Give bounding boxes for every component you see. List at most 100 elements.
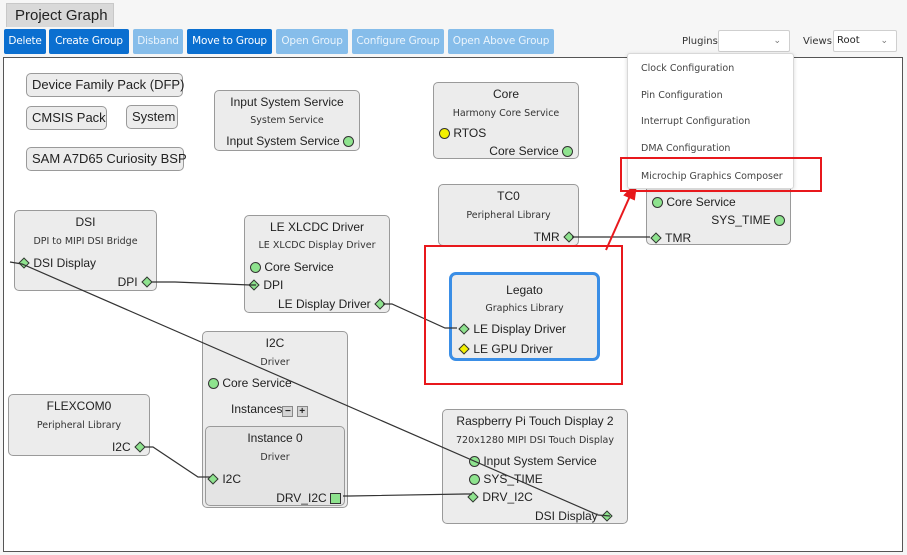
circle-port-icon xyxy=(208,378,219,389)
circle-port-icon xyxy=(343,136,354,147)
port-le-display-driver[interactable]: LE Display Driver xyxy=(278,297,386,311)
port-dpi[interactable]: DPI xyxy=(248,278,283,292)
port-tmr[interactable]: TMR xyxy=(650,231,691,245)
port-drv-i2c[interactable]: DRV_I2C xyxy=(467,490,533,504)
node-title: FLEXCOM0 xyxy=(46,399,112,413)
node-subtitle: Harmony Core Service xyxy=(452,108,560,119)
node-subtitle: LE XLCDC Display Driver xyxy=(258,240,376,251)
node-i2c-driver[interactable]: I2C Driver Core Service Instances− + Ins… xyxy=(202,331,348,508)
node-system[interactable]: System xyxy=(126,105,178,129)
diamond-port-icon xyxy=(374,298,386,310)
node-dsi[interactable]: DSI DPI to MIPI DSI Bridge DSI Display D… xyxy=(14,210,157,291)
diamond-port-icon xyxy=(134,441,146,453)
node-title: DSI xyxy=(75,215,96,229)
chevron-down-icon: ⌄ xyxy=(773,36,781,46)
diamond-port-icon xyxy=(650,232,662,244)
node-title: I2C xyxy=(265,336,285,350)
move-to-group-button[interactable]: Move to Group xyxy=(187,29,272,54)
port-dpi[interactable]: DPI xyxy=(118,275,153,289)
port-i2c[interactable]: I2C xyxy=(207,472,241,486)
node-raspberry-pi-touch-display[interactable]: Raspberry Pi Touch Display 2 720x1280 MI… xyxy=(442,409,628,524)
node-subtitle: DPI to MIPI DSI Bridge xyxy=(33,236,138,247)
port-label: TMR xyxy=(533,230,560,244)
port-rtos[interactable]: RTOS xyxy=(439,126,486,140)
node-flexcom0[interactable]: FLEXCOM0 Peripheral Library I2C xyxy=(8,394,150,456)
node-le-xlcdc-driver[interactable]: LE XLCDC Driver LE XLCDC Display Driver … xyxy=(244,215,390,313)
port-label: I2C xyxy=(111,440,131,454)
node-bsp[interactable]: SAM A7D65 Curiosity BSP xyxy=(26,147,187,171)
node-core[interactable]: Core Harmony Core Service RTOS Core Serv… xyxy=(433,82,579,159)
configure-group-button[interactable]: Configure Group xyxy=(352,29,444,54)
circle-port-icon xyxy=(469,474,480,485)
port-core-service[interactable]: Core Service xyxy=(250,260,334,274)
menu-item-microchip-graphics-composer[interactable]: Microchip Graphics Composer xyxy=(641,171,783,182)
node-title: TC0 xyxy=(497,189,520,203)
circle-port-icon xyxy=(250,262,261,273)
node-subtitle: 720x1280 MIPI DSI Touch Display xyxy=(456,435,614,446)
port-dsi-display[interactable]: DSI Display xyxy=(18,256,96,270)
open-group-button[interactable]: Open Group xyxy=(276,29,348,54)
node-input-system-service[interactable]: Input System Service System Service Inpu… xyxy=(214,90,360,151)
menu-item-dma-configuration[interactable]: DMA Configuration xyxy=(641,143,731,154)
node-subtitle: Peripheral Library xyxy=(36,420,122,431)
menu-item-clock-configuration[interactable]: Clock Configuration xyxy=(641,63,735,74)
diamond-port-icon xyxy=(248,279,260,291)
tab-project-graph[interactable]: Project Graph xyxy=(6,3,114,27)
node-subtitle: Driver xyxy=(260,452,290,463)
views-select[interactable]: Root ⌄ xyxy=(833,30,897,52)
diamond-port-icon xyxy=(563,231,575,243)
port-label: Core Service xyxy=(666,195,736,209)
menu-item-pin-configuration[interactable]: Pin Configuration xyxy=(641,90,723,101)
port-label: DPI xyxy=(117,275,138,289)
port-dsi-display[interactable]: DSI Display xyxy=(535,509,613,523)
port-label: LE Display Driver xyxy=(277,297,371,311)
port-label: DSI Display xyxy=(33,256,97,270)
menu-item-interrupt-configuration[interactable]: Interrupt Configuration xyxy=(641,116,751,127)
create-group-button[interactable]: Create Group xyxy=(49,29,129,54)
node-tc0[interactable]: TC0 Peripheral Library TMR xyxy=(438,184,579,246)
node-title: Input System Service xyxy=(230,95,344,109)
port-label: SYS_TIME xyxy=(483,472,543,486)
port-label: DSI Display xyxy=(534,509,598,523)
port-label: Input System Service xyxy=(483,454,597,468)
node-title: Instance 0 xyxy=(247,431,303,445)
port-i2c[interactable]: I2C xyxy=(112,440,146,454)
circle-port-icon xyxy=(652,197,663,208)
plugins-select[interactable]: ⌄ xyxy=(718,30,790,52)
node-dfp[interactable]: Device Family Pack (DFP) xyxy=(26,73,184,97)
circle-port-icon xyxy=(774,215,785,226)
port-sys-time[interactable]: SYS_TIME xyxy=(469,472,543,486)
port-label: DPI xyxy=(263,278,284,292)
port-label: TMR xyxy=(665,231,692,245)
diamond-port-icon xyxy=(18,257,30,269)
port-label: DRV_I2C xyxy=(482,490,533,504)
port-tmr[interactable]: TMR xyxy=(534,230,575,244)
node-i2c-instance-0[interactable]: Instance 0 Driver I2C DRV_I2C xyxy=(205,426,345,506)
node-title: Raspberry Pi Touch Display 2 xyxy=(456,414,614,428)
remove-instance-button[interactable]: − xyxy=(282,406,294,417)
views-label: Views: xyxy=(803,36,836,47)
diamond-port-icon xyxy=(467,491,479,503)
port-label: DRV_I2C xyxy=(276,491,327,505)
port-core-service[interactable]: Core Service xyxy=(489,144,573,158)
open-above-group-button[interactable]: Open Above Group xyxy=(448,29,554,54)
port-input-system-service[interactable]: Input System Service xyxy=(226,134,354,148)
node-title: LE XLCDC Driver xyxy=(269,220,365,234)
port-label: Core Service xyxy=(264,260,334,274)
port-drv-i2c[interactable]: DRV_I2C xyxy=(276,491,341,505)
port-input-system-service[interactable]: Input System Service xyxy=(469,454,597,468)
node-subtitle: System Service xyxy=(250,115,324,126)
add-instance-button[interactable]: + xyxy=(296,406,308,417)
disband-button[interactable]: Disband xyxy=(133,29,183,54)
port-core-service[interactable]: Core Service xyxy=(208,376,292,390)
port-label: Core Service xyxy=(489,144,559,158)
delete-button[interactable]: Delete xyxy=(4,29,46,54)
node-cmsis-pack[interactable]: CMSIS Pack xyxy=(26,106,107,130)
instances-label: Instances xyxy=(231,402,283,416)
port-label: RTOS xyxy=(453,126,487,140)
port-sys-time[interactable]: SYS_TIME xyxy=(711,213,785,227)
port-core-service[interactable]: Core Service xyxy=(652,195,736,209)
port-label: Input System Service xyxy=(226,134,340,148)
views-value: Root xyxy=(837,35,860,46)
circle-port-icon xyxy=(562,146,573,157)
